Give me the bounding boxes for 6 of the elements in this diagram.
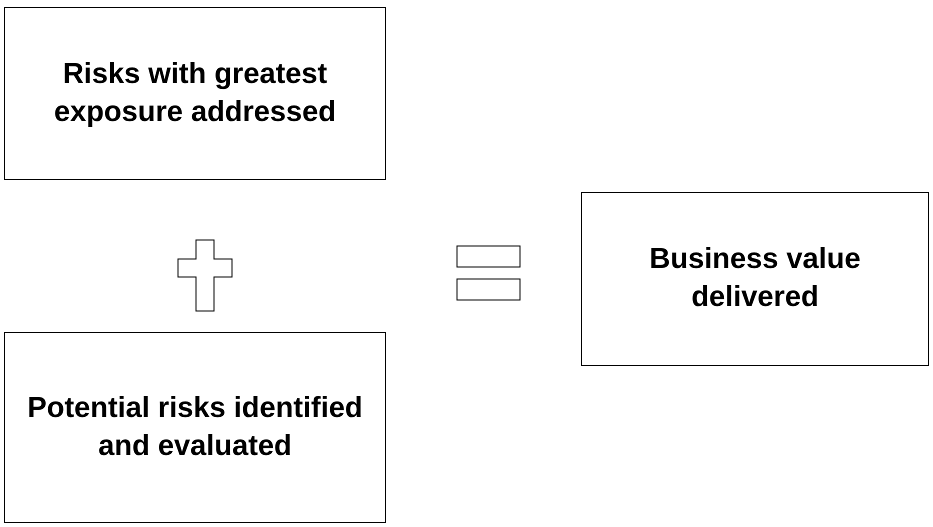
text-box bbox=[581, 192, 929, 366]
box-text: Risks with greatest exposure addressed bbox=[52, 56, 338, 130]
box-text: Potential risks identified and evaluated bbox=[26, 390, 364, 464]
text-box bbox=[4, 332, 386, 523]
text-box bbox=[4, 7, 386, 180]
box-text: Business value delivered bbox=[648, 242, 862, 315]
